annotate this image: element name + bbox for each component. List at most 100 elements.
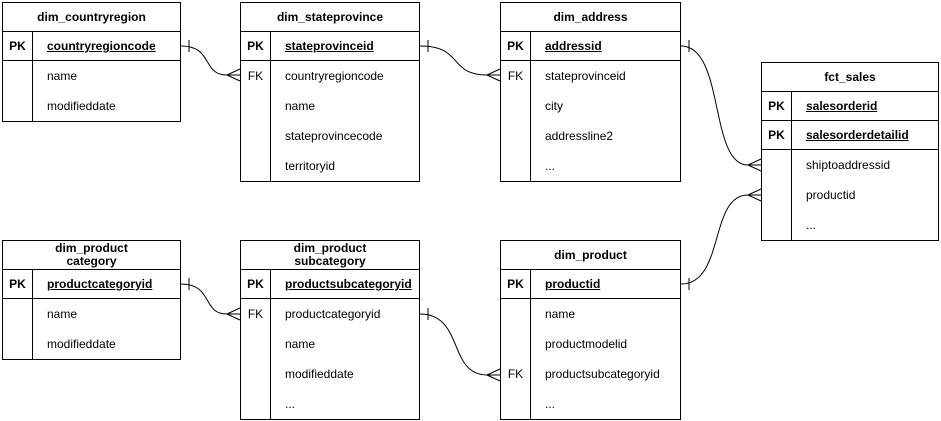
table-row-countryregioncode: PK countryregioncode [3,32,180,61]
cardinality-many-marker [747,158,762,172]
rel-product-sales[interactable] [680,188,762,290]
relationship-line[interactable] [419,45,488,76]
table-row-name: name [241,91,419,121]
relationship-line[interactable] [180,45,228,76]
table-row-salesorderdetailid: PK salesorderdetailid [762,121,938,150]
pk-label: PK [501,270,531,298]
field-name: territoryid [285,159,336,173]
field-name: countryregioncode [285,69,384,83]
table-title: dim_product subcategory [241,241,419,270]
table-row-territoryid: territoryid [241,151,419,181]
field-name: productid [545,277,601,291]
pk-label: PK [3,32,33,60]
key-cell [3,91,33,121]
key-cell [3,329,33,359]
rel-category-subcategory[interactable] [180,278,241,321]
table-row-productid: PK productid [501,270,680,299]
field-name: ... [285,397,296,411]
field-name: city [545,99,563,113]
field-name: addressline2 [545,129,614,143]
key-cell [241,359,271,389]
relationship-line[interactable] [419,313,488,376]
key-cell [762,150,792,180]
key-cell [241,329,271,359]
field-name: ... [806,218,817,232]
key-cell [762,180,792,210]
pk-label: PK [762,121,792,149]
cardinality-many-marker [486,368,501,382]
field-name: modifieddate [285,367,354,381]
table-row-productmodelid: productmodelid [501,329,680,359]
cardinality-many-marker [486,68,501,82]
table-title: fct_sales [762,63,938,92]
table-row-name: name [241,329,419,359]
pk-label: PK [762,92,792,120]
field-name: ... [545,397,556,411]
table-row-modifieddate: modifieddate [3,91,180,121]
table-title: dim_product category [3,241,180,270]
cardinality-many-marker [747,188,762,202]
fk-label: FK [241,61,271,91]
field-name: productcategoryid [47,277,153,291]
relationship-line[interactable] [180,283,228,315]
rel-subcategory-product[interactable] [419,308,501,382]
field-name: stateprovinceid [285,39,374,53]
pk-label: PK [241,270,271,298]
rel-stateprovince-address[interactable] [419,40,501,82]
rel-countryregion-stateprovince[interactable] [180,40,241,82]
field-name: productcategoryid [285,307,381,321]
field-name: stateprovincecode [285,129,383,143]
field-name: productmodelid [545,337,628,351]
field-name: name [47,69,78,83]
relationship-line[interactable] [680,45,749,166]
table-row-modifieddate: modifieddate [3,329,180,359]
field-name: ... [545,159,556,173]
pk-label: PK [501,32,531,60]
relationship-line[interactable] [680,194,749,285]
field-name: modifieddate [47,337,116,351]
field-name: modifieddate [47,99,116,113]
table-title: dim_countryregion [3,3,180,32]
field-name: productid [806,188,856,202]
key-cell [501,121,531,151]
table-row-salesorderid: PK salesorderid [762,92,938,121]
cardinality-many-marker [226,307,241,321]
key-cell [3,61,33,91]
key-cell [241,151,271,181]
field-name: salesorderdetailid [806,128,909,142]
table-row-countryregioncode: FK countryregioncode [241,61,419,91]
table-row-name: name [3,299,180,329]
field-name: productsubcategoryid [545,367,660,381]
field-name: countryregioncode [47,39,156,53]
table-row-shiptoaddressid: shiptoaddressid [762,150,938,180]
table-row-more-fields: ... [241,389,419,419]
table-row-productsubcategoryid: PK productsubcategoryid [241,270,419,299]
table-row-more-fields: ... [762,210,938,240]
table-row-more-fields: ... [501,389,680,419]
key-cell [501,329,531,359]
field-name: name [545,307,576,321]
key-cell [501,151,531,181]
fk-label: FK [501,61,531,91]
field-name: productsubcategoryid [285,277,412,291]
table-row-name: name [501,299,680,329]
pk-label: PK [241,32,271,60]
key-cell [241,121,271,151]
field-name: name [285,337,316,351]
field-name: salesorderid [806,99,878,113]
fk-label: FK [241,299,271,329]
rel-address-sales[interactable] [680,40,762,172]
key-cell [762,210,792,240]
